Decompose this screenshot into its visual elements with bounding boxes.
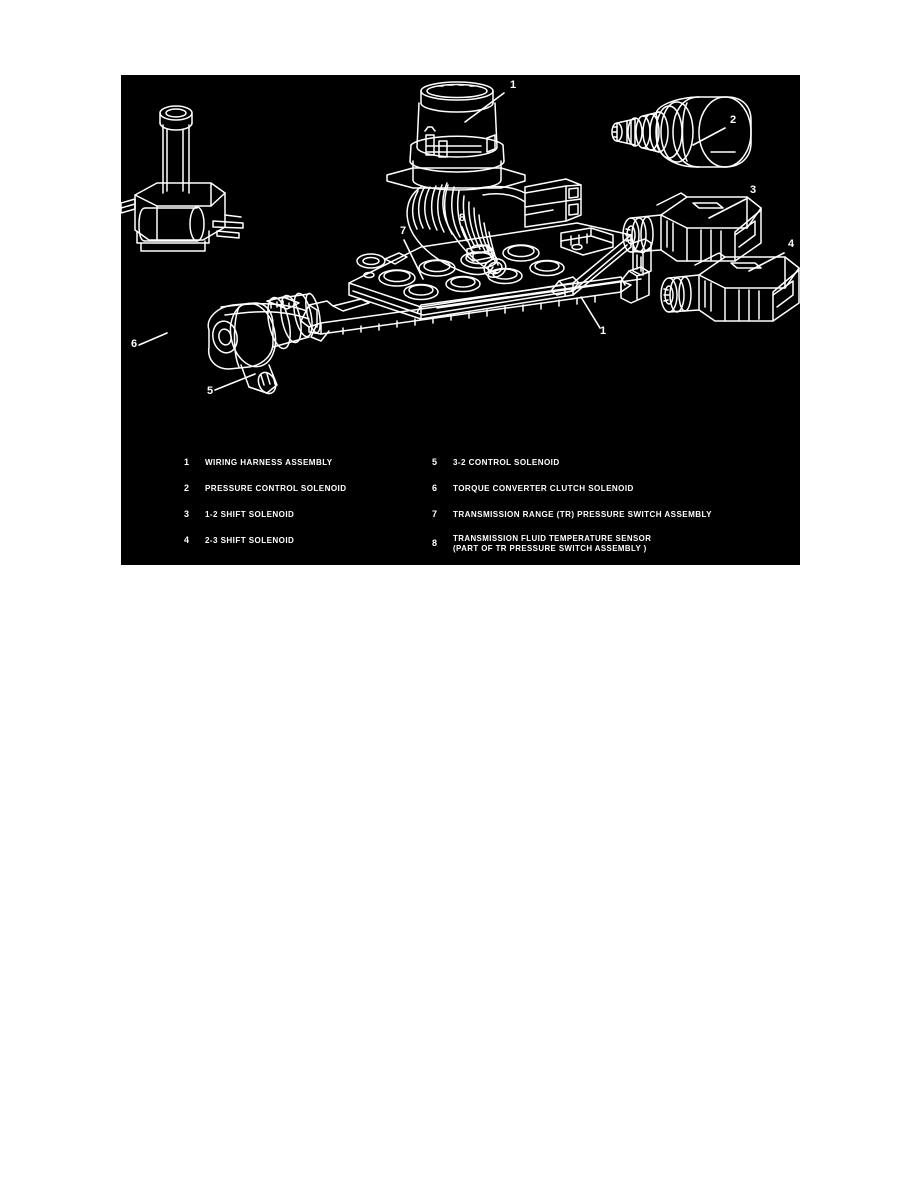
callout-leaders (138, 92, 785, 391)
wiring-harness-connector (386, 81, 526, 191)
legend-item: 1 WIRING HARNESS ASSEMBLY (184, 457, 341, 468)
legend-label: 1-2 SHIFT SOLENOID (205, 509, 295, 519)
legend-item: 5 3-2 CONTROL SOLENOID (432, 457, 566, 468)
harness-branch-connector (478, 178, 582, 228)
legend: 1 WIRING HARNESS ASSEMBLY 2 PRESSURE CON… (121, 457, 800, 565)
callout-number: 8 (459, 212, 465, 224)
harness-frame-rail (220, 238, 652, 342)
callout-number: 1 (600, 325, 606, 337)
legend-label: TORQUE CONVERTER CLUTCH SOLENOID (453, 483, 634, 493)
shift-solenoid-2-3 (660, 252, 800, 322)
tcc-solenoid (121, 105, 244, 252)
legend-number: 6 (432, 483, 438, 493)
legend-item: 8 TRANSMISSION FLUID TEMPERATURE SENSOR … (432, 533, 664, 553)
legend-item: 7 TRANSMISSION RANGE (TR) PRESSURE SWITC… (432, 509, 728, 520)
pressure-control-solenoid (611, 96, 752, 168)
legend-item: 6 TORQUE CONVERTER CLUTCH SOLENOID (432, 483, 645, 494)
legend-item: 3 1-2 SHIFT SOLENOID (184, 509, 300, 520)
callout-number: 7 (400, 225, 406, 237)
legend-number: 5 (432, 457, 438, 467)
exploded-view-diagram: 1 2 3 4 5 6 7 8 1 (121, 75, 800, 460)
legend-label: TRANSMISSION RANGE (TR) PRESSURE SWITCH … (453, 509, 712, 519)
legend-item: 4 2-3 SHIFT SOLENOID (184, 535, 300, 546)
legend-number: 8 (432, 538, 438, 548)
callout-numbers: 1 2 3 4 5 6 7 8 1 (131, 79, 795, 397)
legend-number: 7 (432, 509, 438, 519)
diagram-background (121, 75, 800, 460)
callout-number: 5 (207, 385, 213, 397)
callout-number: 3 (750, 184, 756, 196)
callout-number: 4 (788, 238, 795, 250)
legend-label: 3-2 CONTROL SOLENOID (453, 457, 560, 467)
legend-number: 2 (184, 483, 190, 493)
legend-number: 4 (184, 535, 190, 545)
callout-number: 2 (730, 114, 736, 126)
callout-number: 1 (510, 79, 516, 91)
legend-label: 2-3 SHIFT SOLENOID (205, 535, 295, 545)
legend-number: 3 (184, 509, 190, 519)
legend-label: WIRING HARNESS ASSEMBLY (205, 457, 333, 467)
legend-label: PRESSURE CONTROL SOLENOID (205, 483, 347, 493)
figure-panel: 1 2 3 4 5 6 7 8 1 1 WIRING HARNESS ASSEM… (121, 75, 800, 565)
callout-number: 6 (131, 338, 137, 350)
legend-item: 2 PRESSURE CONTROL SOLENOID (184, 483, 356, 494)
legend-label: TRANSMISSION FLUID TEMPERATURE SENSOR (P… (453, 533, 652, 553)
legend-number: 1 (184, 457, 190, 467)
